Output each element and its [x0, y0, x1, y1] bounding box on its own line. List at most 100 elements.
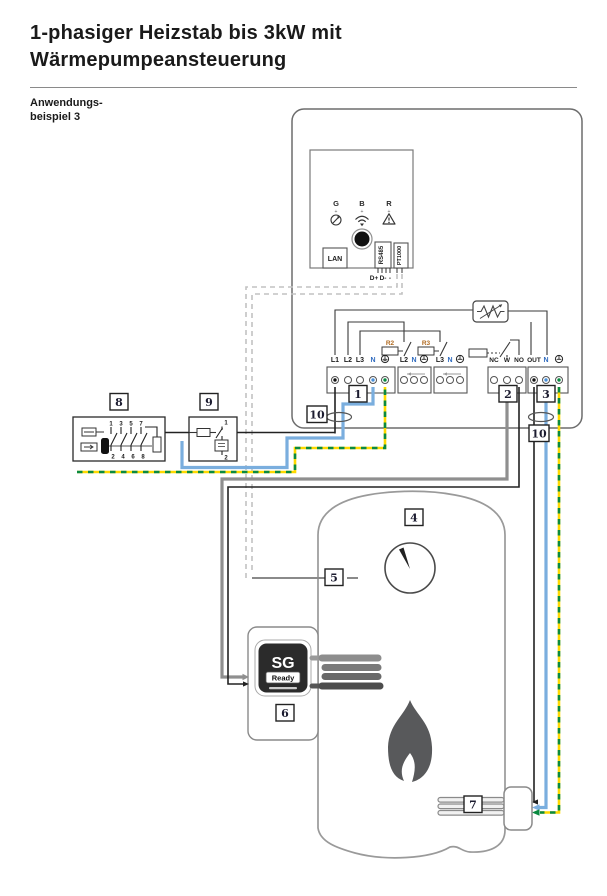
- r2-label-n: N: [411, 357, 416, 364]
- warning-icon: [382, 213, 396, 225]
- terminal-block-r3: L3 N: [433, 354, 468, 394]
- rcd-breaker: 1 3 5 7 2 4 6 8: [72, 416, 166, 462]
- terminal-label-n: N: [370, 357, 375, 364]
- wire-w-signal: [220, 387, 509, 679]
- badge-10-right: 10: [528, 424, 550, 443]
- w-arrowhead: [242, 673, 249, 681]
- badge-3: 3: [536, 384, 556, 403]
- n-wire-dot: [371, 378, 375, 382]
- cable-grommet-right: [527, 411, 555, 423]
- pt1000-port: PT1000: [393, 242, 409, 269]
- svg-text:3: 3: [542, 388, 550, 401]
- status-leds: G B R + + +: [330, 199, 396, 227]
- badge-6: 6: [275, 703, 295, 722]
- rcd-pole-4: 4: [121, 455, 125, 461]
- led-b-label: B: [359, 199, 365, 208]
- earth-icon: [380, 354, 390, 364]
- svg-text:8: 8: [115, 396, 123, 409]
- heating-element-symbol: [472, 300, 509, 323]
- svg-text:1: 1: [354, 388, 362, 401]
- wire-n: [180, 387, 375, 470]
- lan-port: LAN: [322, 247, 348, 269]
- relay-r2-label: R2: [386, 340, 395, 347]
- title-line1: 1-phasiger Heizstab bis 3kW mit: [30, 22, 342, 44]
- sg-ready-text: Ready: [272, 674, 295, 683]
- internal-wiring: [334, 309, 548, 358]
- no-arrowhead: [243, 681, 249, 687]
- relay-r3-label: R3: [422, 340, 431, 347]
- title-divider: [30, 87, 577, 88]
- earth-icon: [419, 354, 429, 364]
- badge-8: 8: [109, 392, 129, 411]
- rcd-pole-7: 7: [139, 422, 143, 428]
- lan-label: LAN: [328, 256, 342, 263]
- badge-7: 7: [463, 795, 483, 814]
- wire-out: [533, 387, 537, 803]
- led-g-plus: +: [335, 209, 338, 215]
- power-icon: [330, 214, 342, 226]
- changeover-contact: [468, 348, 500, 358]
- sg-ready-logo: SG Ready: [254, 639, 312, 697]
- earth-icon: [554, 354, 564, 364]
- badge-10-left: 10: [306, 405, 328, 424]
- signal-label-nc: NC: [489, 357, 499, 364]
- relay-r2: R2: [381, 340, 403, 356]
- out-label: OUT: [527, 357, 541, 364]
- r3-label-l3: L3: [436, 357, 444, 364]
- terminal-label-l3: L3: [356, 357, 364, 364]
- r3-label-n: N: [447, 357, 452, 364]
- svg-text:10: 10: [309, 409, 325, 422]
- terminal-label-l1: L1: [331, 357, 339, 364]
- pin-dminus-label: D-: [380, 275, 387, 282]
- rs485-port: RS485: [374, 241, 392, 269]
- svg-text:7: 7: [469, 799, 477, 812]
- terminal-block-r2: L2 N: [397, 354, 432, 394]
- storage-tank: [317, 490, 506, 859]
- pairing-button: [351, 228, 373, 250]
- flame-icon: [388, 700, 433, 782]
- wire-n-out: [539, 387, 548, 810]
- rcd-pole-8: 8: [141, 455, 145, 461]
- badge-9: 9: [199, 392, 219, 411]
- wire-no-signal: [227, 387, 520, 685]
- breaker-terminal-2: 2: [224, 456, 228, 462]
- page-title: 1-phasiger Heizstab bis 3kW mit Wärmepum…: [30, 20, 550, 74]
- rcd-pole-1: 1: [109, 422, 113, 428]
- svg-text:10: 10: [531, 428, 547, 441]
- svg-text:5: 5: [330, 572, 338, 585]
- r2-label-l2: L2: [400, 357, 408, 364]
- rs485-label: RS485: [379, 245, 385, 264]
- led-g-label: G: [333, 199, 339, 208]
- earth-icon: [455, 354, 465, 364]
- pin-minus-label: -: [389, 275, 391, 282]
- rs485-pins: [377, 268, 403, 273]
- wifi-icon: [355, 215, 369, 227]
- callout-badges: 1 2 3 10 10 8 9 4 5 6 7: [109, 384, 556, 814]
- signal-label-no: NO: [514, 357, 524, 364]
- wire-pe: [77, 387, 387, 474]
- l1-wire-dot: [333, 378, 337, 382]
- breaker-terminal-1: 1: [224, 421, 228, 427]
- terminal-label-l2: L2: [344, 357, 352, 364]
- gauge-needle: [399, 547, 410, 569]
- badge-2: 2: [498, 384, 518, 403]
- rcd-pole-5: 5: [129, 422, 133, 428]
- svg-text:6: 6: [281, 707, 289, 720]
- out-label-n: N: [543, 357, 548, 364]
- title-line2: Wärmepumpeansteuerung: [30, 49, 287, 71]
- svg-text:4: 4: [410, 512, 418, 525]
- sg-ready-box: SG Ready: [247, 626, 319, 741]
- subtitle-line1: Anwendungs-: [30, 97, 103, 109]
- subtitle-line2: beispiel 3: [30, 111, 81, 123]
- wire-l1: [237, 387, 336, 434]
- sg-logo-smalltext: [269, 687, 297, 690]
- badge-5: 5: [324, 568, 344, 587]
- badge-4: 4: [404, 508, 424, 527]
- svg-text:2: 2: [504, 388, 512, 401]
- sg-logo-text: SG: [271, 655, 294, 672]
- relay-r3: R3: [417, 340, 439, 356]
- control-unit: G B R + + +: [291, 108, 583, 429]
- thermometer-gauge: [384, 542, 436, 594]
